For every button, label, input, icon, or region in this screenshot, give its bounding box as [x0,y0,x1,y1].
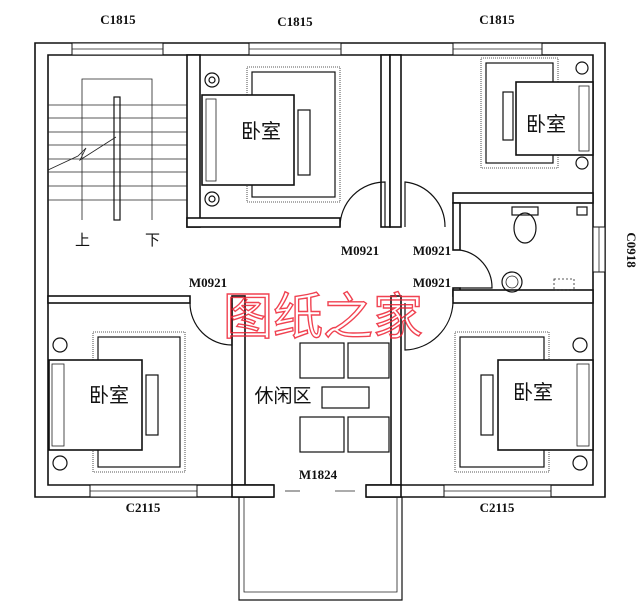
stair-down-label: 下 [145,231,160,249]
door-swing-top-middle [339,181,386,228]
door-swing-bathroom [459,249,493,289]
staircase: 上 下 [47,78,187,249]
door-label-bottom-left: M0921 [189,275,227,290]
bathroom-fixtures [501,206,588,293]
door-swing-top-right [404,181,446,228]
room-label-bedroom-top-right: 卧室 [526,112,566,136]
toilet-tank [511,206,539,216]
balcony-door-opening [274,484,366,498]
outer-walls [34,42,606,498]
room-label-bedroom-bottom-right: 卧室 [513,380,553,404]
door-swing-bottom-left [189,302,233,346]
window-label-top-middle: C1815 [277,14,313,29]
window-label-bathroom: C0918 [624,232,639,268]
room-label-bedroom-bottom-left: 卧室 [89,383,129,407]
stair-break-line [47,136,117,171]
door-swing-bottom-right [404,302,454,351]
stair-treads [48,104,187,201]
interior-walls [47,54,594,498]
window-label-bottom-right: C2115 [480,500,515,515]
sink-icon [501,271,523,293]
door-label-top-middle: M0921 [341,243,379,258]
room-label-lounge: 休闲区 [254,385,311,407]
coffee-table [321,386,370,409]
door-label-bathroom: M0921 [413,275,451,290]
toilet-icon [513,212,537,244]
windows [71,42,606,498]
watermark: 图纸之家 [223,288,423,346]
window-label-top-right: C1815 [479,12,515,27]
lounge-furniture [299,342,390,453]
stair-handrail [113,96,121,221]
room-label-bedroom-top-middle: 卧室 [241,119,281,143]
door-swings [189,181,493,351]
labels: C1815 C1815 C1815 C0918 C2115 C2115 M092… [89,12,639,515]
door-label-balcony: M1824 [299,467,338,482]
balcony [238,497,403,601]
stair-up-label: 上 [75,231,90,249]
window-label-top-left: C1815 [100,12,136,27]
furniture-beds [48,57,594,473]
door-label-top-right: M0921 [413,243,451,258]
shower-icon [553,278,575,291]
window-label-bottom-left: C2115 [126,500,161,515]
